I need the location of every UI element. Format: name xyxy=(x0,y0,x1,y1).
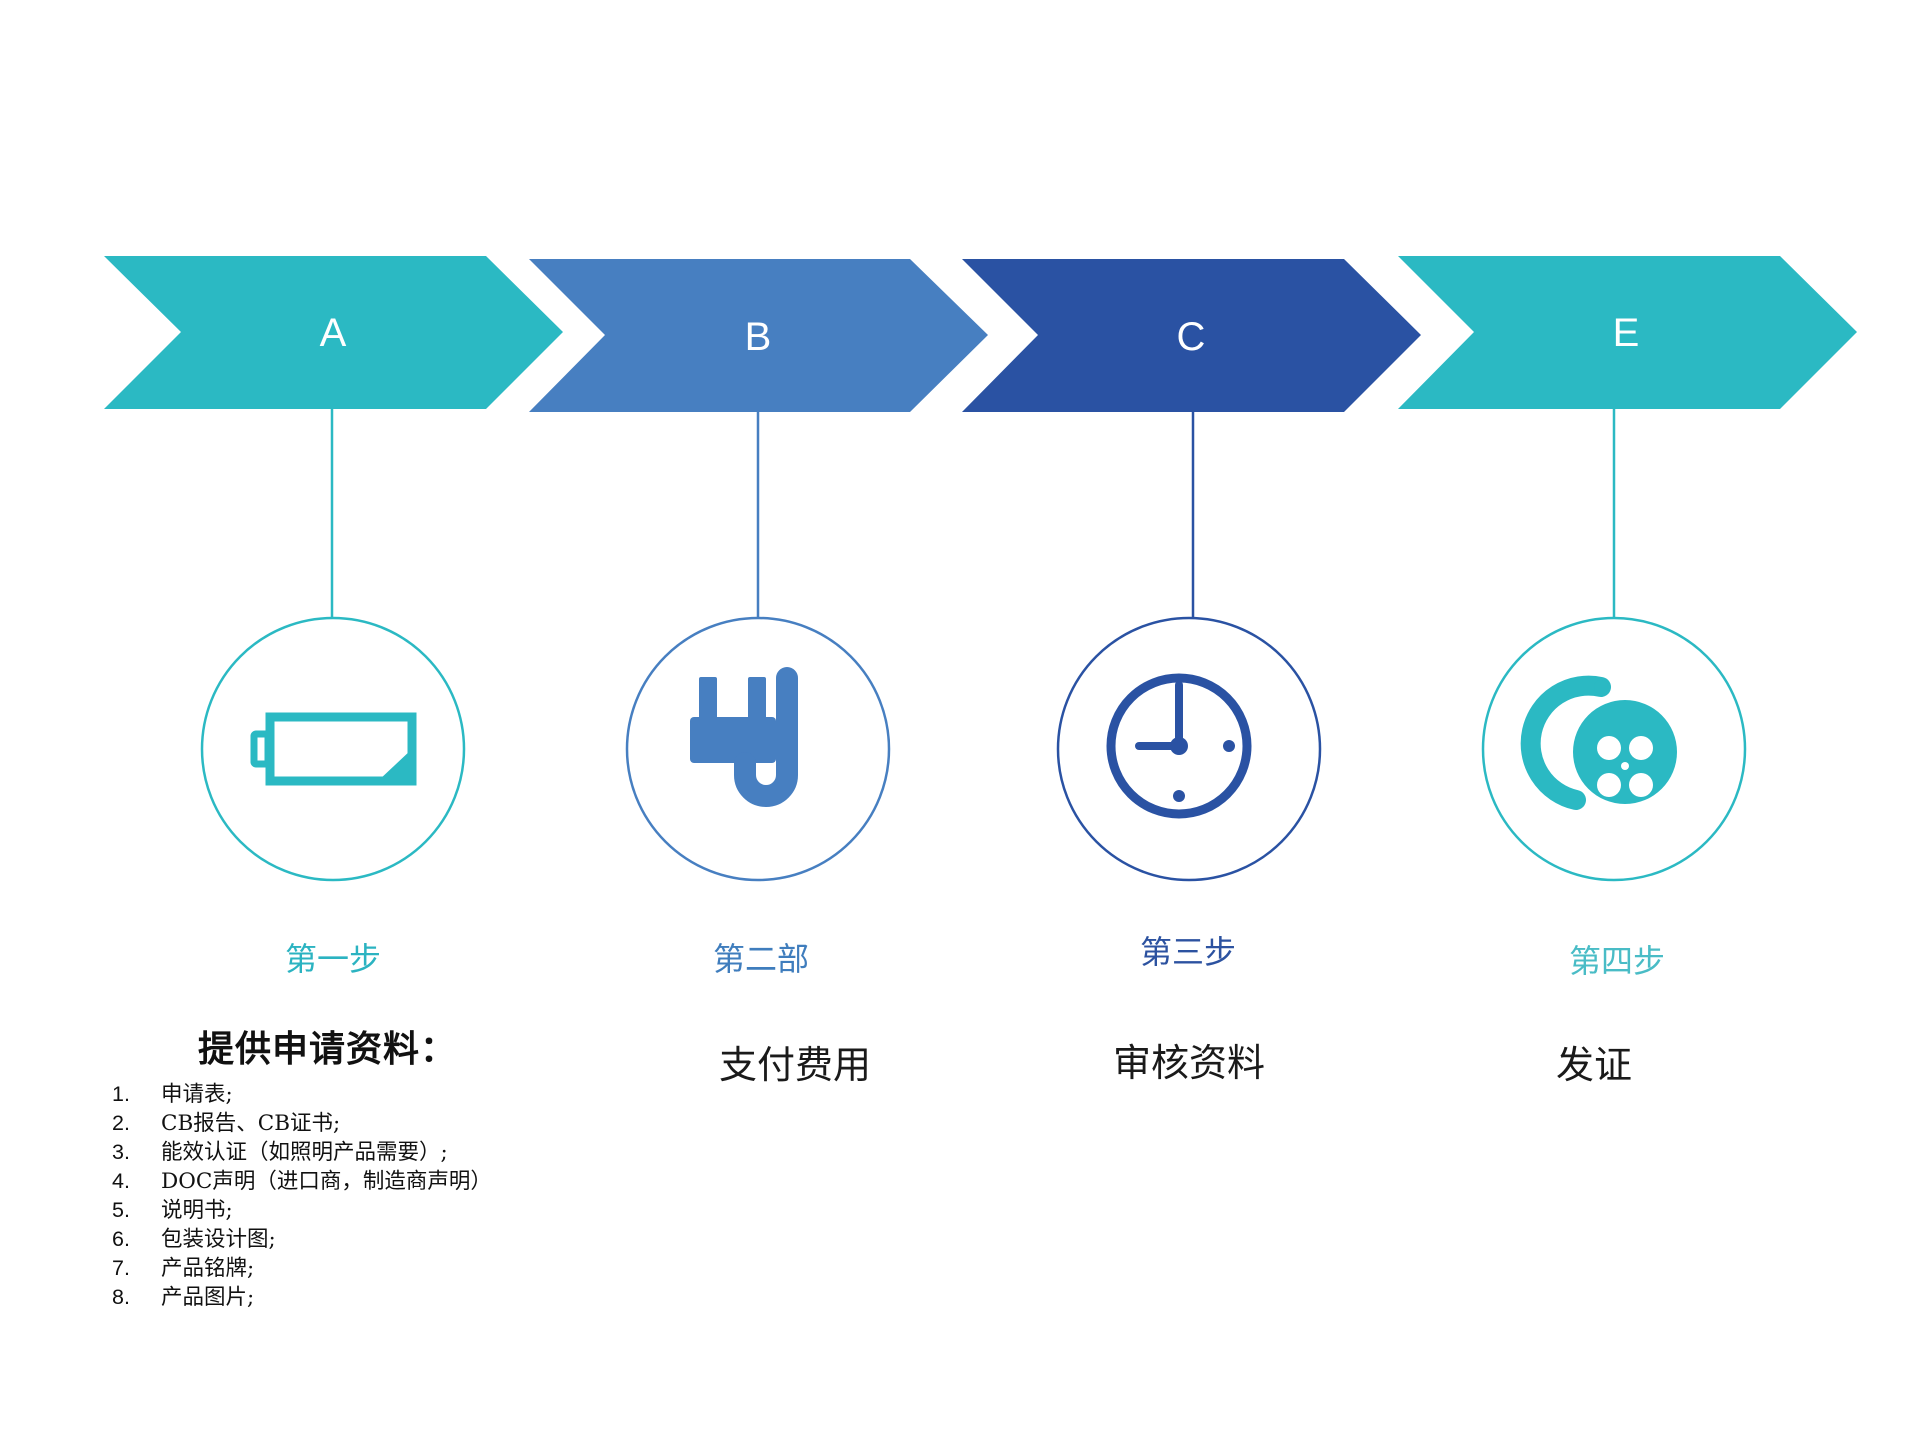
step-c-circle xyxy=(1056,616,1322,882)
step-b-letter: B xyxy=(745,315,772,359)
list-item-text: 产品图片; xyxy=(161,1285,255,1310)
list-item-number: 4. xyxy=(112,1169,130,1193)
step-b-arrow: B xyxy=(529,259,988,412)
list-item: 7. 产品铭牌; xyxy=(112,1254,632,1283)
step-e-description: 发证 xyxy=(1556,1043,1632,1087)
list-item-number: 1. xyxy=(112,1082,130,1106)
list-item-number: 2. xyxy=(112,1111,130,1135)
list-item: 5. 说明书; xyxy=(112,1196,632,1225)
step-c-label: 第三步 xyxy=(1140,933,1236,971)
list-item-text: DOC声明（进口商，制造商声明） xyxy=(161,1169,492,1194)
step-b-label: 第二部 xyxy=(713,940,809,978)
list-item-text: 产品铭牌; xyxy=(161,1256,255,1281)
list-item: 1. 申请表; xyxy=(112,1080,632,1109)
list-item-text: 包装设计图; xyxy=(161,1227,276,1252)
step-e-label: 第四步 xyxy=(1569,942,1665,980)
list-item-number: 6. xyxy=(112,1227,130,1251)
plug-icon xyxy=(690,667,798,807)
list-item: 4. DOC声明（进口商，制造商声明） xyxy=(112,1167,632,1196)
clock-icon xyxy=(1106,673,1252,819)
list-item: 6. 包装设计图; xyxy=(112,1225,632,1254)
step-c-letter: C xyxy=(1177,315,1206,359)
step-a-label: 第一步 xyxy=(285,940,381,978)
step-e-letter: E xyxy=(1613,311,1640,355)
list-item-text: CB报告、CB证书; xyxy=(161,1111,341,1136)
list-item: 8. 产品图片; xyxy=(112,1283,632,1312)
film-reel-icon xyxy=(1520,675,1677,810)
materials-title: 提供申请资料： xyxy=(198,1028,458,1070)
step-b-description: 支付费用 xyxy=(719,1043,871,1087)
list-item-number: 7. xyxy=(112,1256,130,1280)
materials-list: 1. 申请表; 2. CB报告、CB证书; 3. 能效认证（如照明产品需要）; 4. DOC声… xyxy=(112,1080,632,1312)
step-a-letter: A xyxy=(320,311,347,355)
step-a-circle xyxy=(200,616,466,882)
step-e-arrow: E xyxy=(1398,256,1857,409)
step-a-arrow: A xyxy=(104,256,563,409)
list-item-text: 说明书; xyxy=(161,1198,233,1223)
list-item-number: 8. xyxy=(112,1285,130,1309)
step-c-arrow: C xyxy=(962,259,1421,412)
step-c-description: 审核资料 xyxy=(1113,1041,1265,1085)
list-item-text: 申请表; xyxy=(161,1082,233,1107)
battery-icon xyxy=(250,712,417,786)
list-item-number: 5. xyxy=(112,1198,130,1222)
list-item: 3. 能效认证（如照明产品需要）; xyxy=(112,1138,632,1167)
list-item: 2. CB报告、CB证书; xyxy=(112,1109,632,1138)
list-item-text: 能效认证（如照明产品需要）; xyxy=(161,1140,448,1165)
list-item-number: 3. xyxy=(112,1140,130,1164)
materials-block: 提供申请资料： 1. 申请表; 2. CB报告、CB证书; 3. 能效认证（如照明产品需要… xyxy=(112,1026,632,1312)
